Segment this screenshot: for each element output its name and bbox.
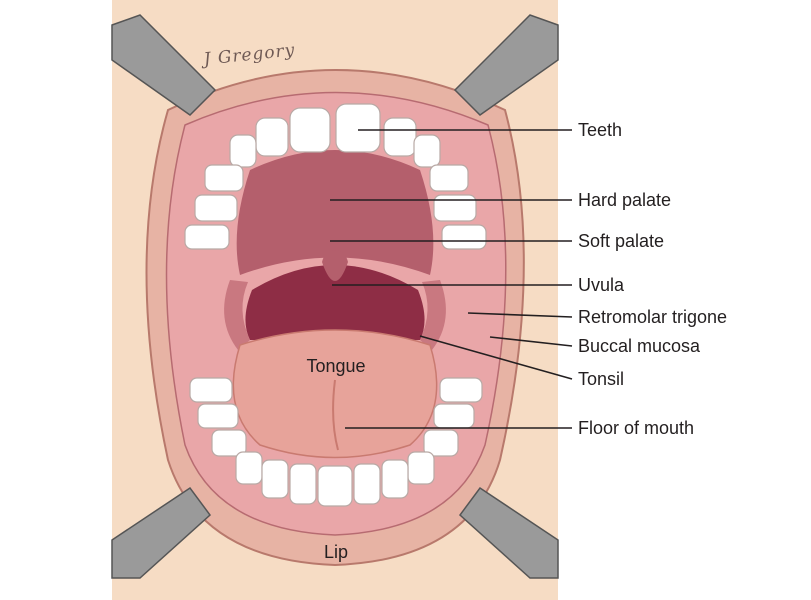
lower-teeth — [189, 377, 483, 507]
palate — [236, 150, 434, 275]
tongue-midline — [332, 379, 339, 451]
leader-tonsil — [419, 335, 573, 380]
upper-teeth — [184, 103, 487, 250]
uvula — [322, 250, 348, 281]
label-hard-palate: Hard palate — [578, 190, 671, 210]
callout-labels: Teeth Hard palate Soft palate Uvula Retr… — [578, 120, 727, 438]
tonsil-left — [224, 280, 250, 350]
tongue — [232, 329, 438, 459]
tonsil-right — [420, 280, 446, 350]
oropharynx — [245, 265, 425, 340]
label-floor-of-mouth: Floor of mouth — [578, 418, 694, 438]
label-teeth: Teeth — [578, 120, 622, 140]
label-tonsil: Tonsil — [578, 369, 624, 389]
retractor-top-left — [111, 14, 217, 116]
label-uvula: Uvula — [578, 275, 625, 295]
retractor-top-right — [453, 14, 559, 116]
label-retromolar-trigone: Retromolar trigone — [578, 307, 727, 327]
label-buccal-mucosa: Buccal mucosa — [578, 336, 701, 356]
leader-buccal-mucosa — [489, 336, 573, 347]
retractors — [111, 14, 559, 579]
retractor-bottom-left — [111, 486, 212, 579]
label-soft-palate: Soft palate — [578, 231, 664, 251]
tongue-label: Tongue — [306, 356, 365, 376]
leader-lines — [330, 129, 573, 429]
retractor-bottom-right — [458, 486, 559, 579]
leader-retromolar-trigone — [467, 312, 573, 318]
lip-label: Lip — [324, 542, 348, 562]
